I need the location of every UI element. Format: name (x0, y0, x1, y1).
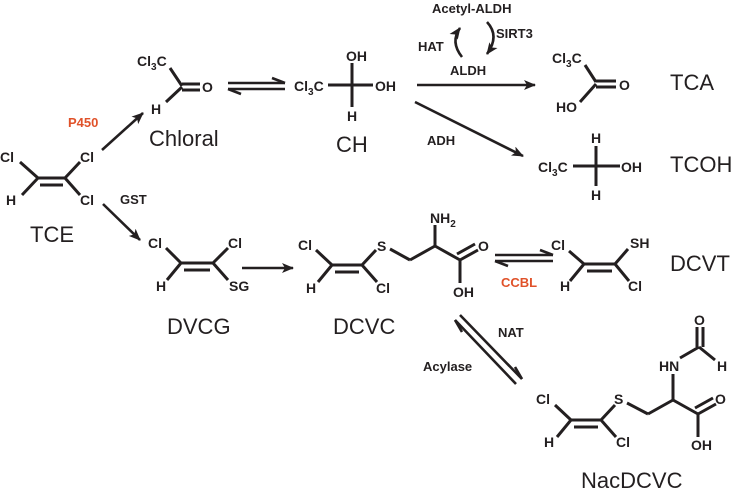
arrow-p450 (101, 112, 144, 151)
compound-name-tca: TCA (670, 70, 714, 95)
atom-cl: Cl (551, 237, 565, 253)
arrow-adh (414, 100, 524, 158)
atom-oh: OH (621, 159, 642, 175)
compound-dvcg: Cl Cl H SG DVCG (148, 235, 249, 339)
atom-sg: SG (229, 278, 249, 294)
atom-oh: OH (453, 284, 474, 300)
enzyme-label-nat: NAT (498, 325, 524, 340)
compound-name-dvcg: DVCG (167, 314, 231, 339)
compound-nacdcvc: Cl H Cl S HN O H O OH NacDCVC (536, 312, 727, 493)
compound-chloral: Cl3C O H Chloral (137, 53, 219, 151)
equilibrium-arrow-dcvc-nacdcvc (453, 314, 524, 385)
atom-o: O (202, 79, 213, 95)
compound-dcvc: Cl H Cl S NH2 O OH DCVC (298, 210, 489, 339)
atom-hn: HN (659, 358, 679, 374)
atom-cl: Cl (148, 235, 162, 251)
atom-cl: Cl (0, 149, 14, 165)
equilibrium-arrow-chloral-ch (227, 76, 286, 96)
compound-name-dcvc: DCVC (333, 314, 395, 339)
atom-o: O (694, 312, 705, 328)
enzyme-label-acylase: Acylase (423, 359, 472, 374)
atom-cl: Cl (298, 237, 312, 253)
atom-oh: OH (346, 48, 367, 64)
atom-h: H (560, 278, 570, 294)
enzyme-label-aldh: ALDH (450, 63, 486, 78)
compound-tcoh: Cl3C H OH H TCOH (538, 130, 732, 203)
compound-name-nacdcvc: NacDCVC (581, 468, 683, 493)
atom-cl: Cl (536, 391, 550, 407)
atom-h: H (6, 192, 16, 208)
compound-name-dcvt: DCVT (670, 251, 730, 276)
atom-s: S (614, 391, 623, 407)
atom-h: H (717, 358, 727, 374)
atom-h: H (544, 434, 554, 450)
compound-dcvt: Cl H Cl SH DCVT (551, 235, 730, 294)
atom-ho: HO (556, 99, 577, 115)
arrow-gst (102, 203, 141, 241)
atom-cl3c: Cl3C (137, 53, 167, 73)
compound-tce: Cl H Cl Cl TCE (0, 149, 94, 247)
enzyme-label-ccbl: CCBL (501, 275, 537, 290)
atom-nh2: NH2 (430, 210, 456, 230)
arrow-sirt3 (485, 21, 498, 55)
atom-o: O (478, 238, 489, 254)
atom-h: H (347, 108, 357, 124)
atom-o: O (619, 77, 630, 93)
compound-name-chloral: Chloral (149, 126, 219, 151)
compound-tca: Cl3C O HO TCA (552, 50, 714, 115)
atom-cl3c: Cl3C (538, 159, 568, 179)
atom-cl3c: Cl3C (294, 78, 324, 98)
compound-name-ch: CH (336, 132, 368, 157)
atom-cl: Cl (80, 192, 94, 208)
atom-o: O (715, 391, 726, 407)
atom-cl3c: Cl3C (552, 50, 582, 70)
equilibrium-arrow-dcvc-dcvt (494, 248, 554, 268)
atom-sh: SH (630, 235, 649, 251)
atom-cl: Cl (628, 278, 642, 294)
atom-h: H (306, 280, 316, 296)
compound-name-tcoh: TCOH (670, 152, 732, 177)
atom-h: H (591, 187, 601, 203)
atom-cl: Cl (228, 235, 242, 251)
enzyme-label-sirt3: SIRT3 (496, 26, 533, 41)
compound-name-tce: TCE (30, 222, 74, 247)
atom-h: H (156, 278, 166, 294)
atom-h: H (591, 130, 601, 146)
aldh-acetylation-cycle: Acetyl-ALDH HAT SIRT3 ALDH (418, 1, 533, 78)
atom-oh: OH (691, 437, 712, 453)
atom-cl: Cl (80, 149, 94, 165)
atom-h: H (151, 101, 161, 117)
atom-cl: Cl (376, 280, 390, 296)
enzyme-label-acetyl-aldh: Acetyl-ALDH (432, 1, 511, 16)
atom-s: S (377, 238, 386, 254)
arrow-hat (449, 27, 464, 58)
enzyme-label-hat: HAT (418, 39, 444, 54)
compound-ch: Cl3C OH OH H CH (294, 48, 396, 157)
atom-cl: Cl (616, 434, 630, 450)
enzyme-label-adh: ADH (427, 133, 455, 148)
enzyme-label-gst: GST (120, 192, 147, 207)
enzyme-label-p450: P450 (68, 115, 98, 130)
atom-oh: OH (375, 78, 396, 94)
